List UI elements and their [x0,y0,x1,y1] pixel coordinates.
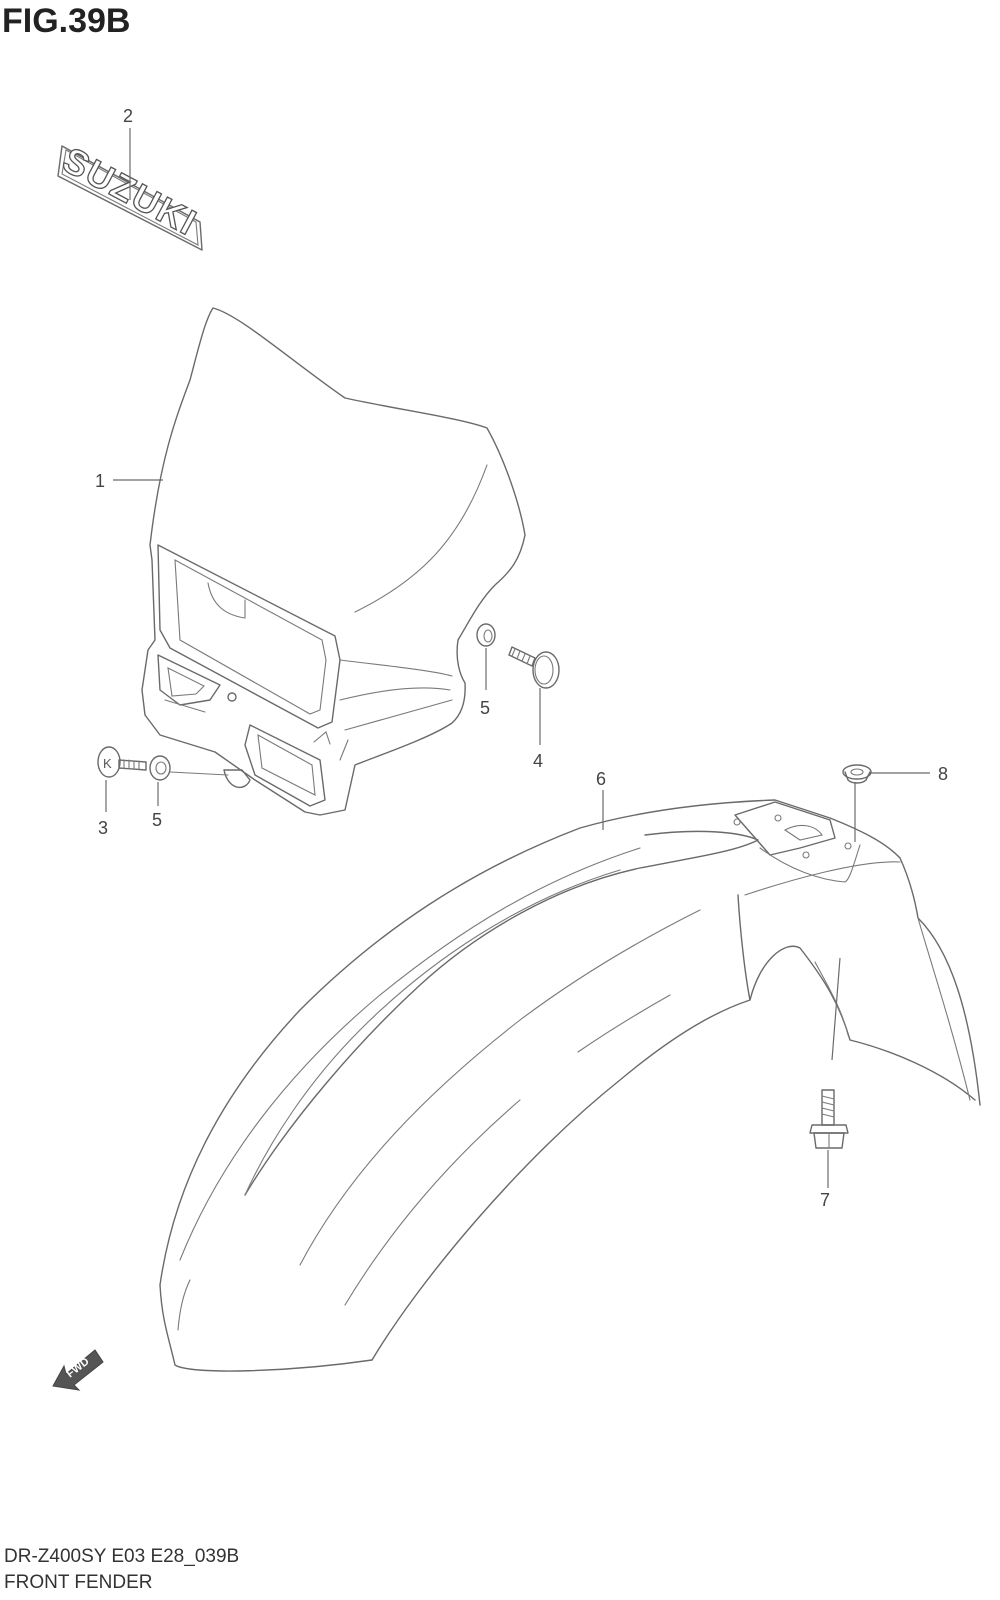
washer-left[interactable] [149,755,229,781]
callout-1: 1 [95,471,105,491]
callout-7: 7 [820,1190,830,1210]
figure-title: FIG.39B [2,2,131,40]
headlight-cover[interactable] [141,307,526,816]
callout-3: 3 [98,818,108,838]
fwd-arrow-icon: FWD [52,1349,104,1391]
callout-2: 2 [123,106,133,126]
callout-6: 6 [596,769,606,789]
callout-4: 4 [533,751,543,771]
grommet[interactable] [842,764,872,784]
figure-code: DR-Z400SY E03 E28_039B [4,1546,240,1567]
callout-5-left: 5 [152,810,162,830]
figure-name: FRONT FENDER [4,1572,153,1593]
washer-right[interactable] [476,623,496,647]
bolt-4[interactable] [508,646,560,689]
callout-5-right: 5 [480,698,490,718]
screw-k[interactable]: K [97,746,147,778]
front-fender[interactable] [159,799,981,1372]
svg-text:K: K [103,756,112,771]
callout-8: 8 [938,764,948,784]
leader-lines [105,128,930,1188]
fender-bolt[interactable] [809,1089,849,1149]
